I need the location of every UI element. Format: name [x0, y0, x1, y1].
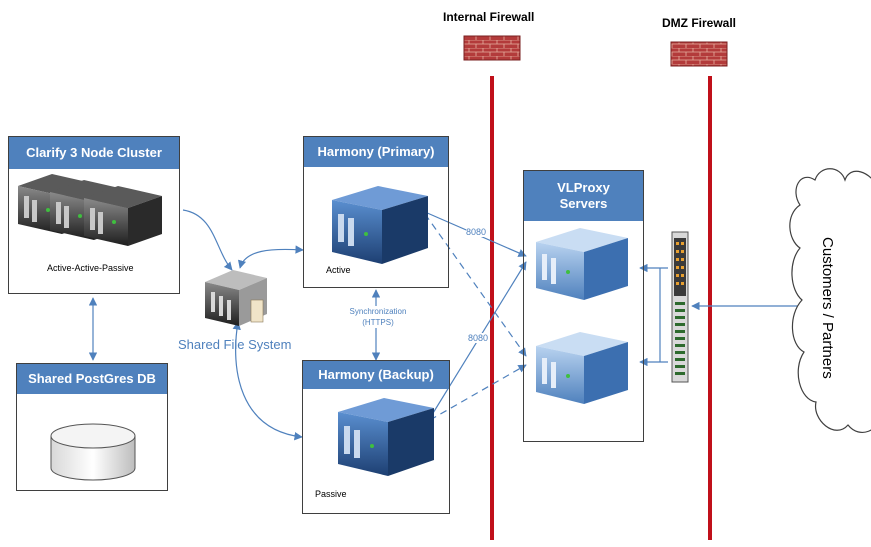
arrow-primary-vlproxy2 [424, 213, 527, 357]
dmz-firewall-title: DMZ Firewall [662, 16, 737, 30]
sync-label: Synchronization (HTTPS) [340, 306, 416, 328]
network-switch-icon [671, 231, 689, 383]
harmony-primary-box: Harmony (Primary) Active [303, 136, 449, 288]
sync-label-line1: Synchronization [349, 307, 407, 316]
arrow-sharedfs-primary [237, 245, 304, 269]
harmony-primary-caption: Active [326, 265, 351, 275]
dmz-firewall-brick-icon [670, 41, 728, 67]
clarify-cluster-caption: Active-Active-Passive [47, 263, 134, 273]
internal-firewall-brick-icon [463, 35, 521, 61]
arrow-backup-vlproxy2 [429, 364, 527, 421]
port-label-bottom: 8080 [468, 333, 489, 343]
harmony-backup-caption: Passive [315, 489, 347, 499]
vlproxy-server-1-icon [536, 228, 628, 300]
arrow-clarify-sharedfs [182, 209, 233, 271]
shared-file-system-server-icon [205, 270, 267, 326]
vlproxy-servers-title: VLProxy Servers [524, 171, 643, 221]
postgres-db-box: Shared PostGres DB [16, 363, 168, 491]
harmony-backup-title: Harmony (Backup) [303, 361, 449, 389]
internal-firewall-title: Internal Firewall [443, 10, 535, 24]
harmony-backup-server-icon [338, 398, 434, 476]
postgres-db-title: Shared PostGres DB [17, 364, 167, 394]
harmony-primary-title: Harmony (Primary) [304, 137, 448, 167]
harmony-primary-server-icon [332, 186, 428, 264]
clarify-cluster-box: Clarify 3 Node Cluster Active-Active-Pas… [8, 136, 180, 294]
vlproxy-server-2-icon [536, 332, 628, 404]
harmony-backup-box: Harmony (Backup) Passive [302, 360, 450, 514]
port-label-top: 8080 [466, 227, 487, 237]
database-icon [50, 423, 136, 481]
cloud-label: Customers / Partners [819, 237, 836, 379]
cloud-icon [789, 168, 871, 433]
arrow-sharedfs-backup [232, 321, 303, 441]
shared-file-system-label: Shared File System [178, 337, 292, 352]
clarify-cluster-title: Clarify 3 Node Cluster [9, 137, 179, 169]
cloud-label-wrapper: Customers / Partners [804, 237, 844, 405]
sync-label-line2: (HTTPS) [362, 318, 394, 327]
clarify-servers-icon [18, 174, 162, 246]
vlproxy-servers-box: VLProxy Servers [523, 170, 644, 442]
